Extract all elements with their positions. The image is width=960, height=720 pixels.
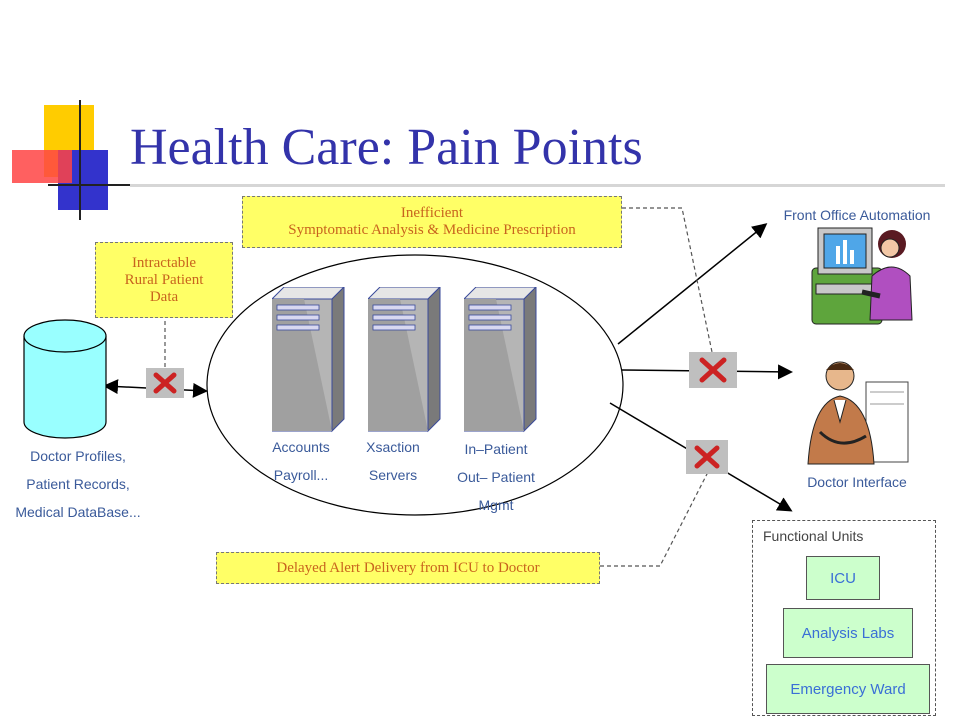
server-patient-line2: Out– Patient (457, 469, 535, 485)
unit-icu: ICU (806, 556, 880, 600)
database-label: Doctor Profiles, Patient Records, Medica… (0, 442, 156, 526)
server-xsaction-line1: Xsaction (366, 439, 420, 455)
server-icon (464, 287, 537, 433)
delayed-alert-box: Delayed Alert Delivery from ICU to Docto… (216, 552, 600, 584)
x-mark-icon (146, 368, 184, 398)
server-patient-line3: Mgmt (478, 497, 514, 513)
x-mark-icon (689, 352, 737, 388)
title-divider (130, 184, 945, 187)
rural-line1: Intractable (131, 254, 197, 271)
delayed-label: Delayed Alert Delivery from ICU to Docto… (276, 559, 540, 576)
inefficient-detail: Symptomatic Analysis & Medicine Prescrip… (288, 222, 576, 238)
server-label-xsaction: Xsaction Servers (350, 433, 436, 489)
rural-line2: Rural Patient (124, 271, 204, 288)
server-icon (272, 287, 345, 433)
x-mark-icon (686, 440, 728, 474)
functional-units-title: Functional Units (763, 528, 864, 544)
unit-analysis-labs: Analysis Labs (783, 608, 913, 658)
database-line3: Medical DataBase... (15, 504, 141, 520)
database-line2: Patient Records, (26, 476, 130, 492)
inefficient-analysis-box: Inefficient Symptomatic Analysis & Medic… (242, 196, 622, 248)
unit-emergency-ward: Emergency Ward (766, 664, 930, 714)
receptionist-icon (811, 227, 913, 325)
server-icon (368, 287, 441, 433)
server-accounts-line2: Payroll... (273, 467, 329, 483)
server-label-patient: In–Patient Out– Patient Mgmt (446, 435, 546, 519)
functional-units-container (752, 520, 936, 716)
doctor-icon (807, 361, 909, 465)
slide-title: Health Care: Pain Points (130, 119, 643, 176)
rural-data-box: Intractable Rural Patient Data (95, 242, 233, 318)
server-accounts-line1: Accounts (272, 439, 330, 455)
rural-line3: Data (149, 288, 179, 305)
doctor-interface-label: Doctor Interface (807, 474, 907, 490)
front-office-label: Front Office Automation (783, 207, 931, 223)
database-icon (23, 319, 107, 439)
inefficient-label: Inefficient (400, 205, 464, 221)
server-label-accounts: Accounts Payroll... (258, 433, 344, 489)
server-patient-line1: In–Patient (464, 441, 528, 457)
database-line1: Doctor Profiles, (30, 448, 126, 464)
server-xsaction-line2: Servers (368, 467, 418, 483)
decorative-squares-icon (12, 100, 140, 220)
